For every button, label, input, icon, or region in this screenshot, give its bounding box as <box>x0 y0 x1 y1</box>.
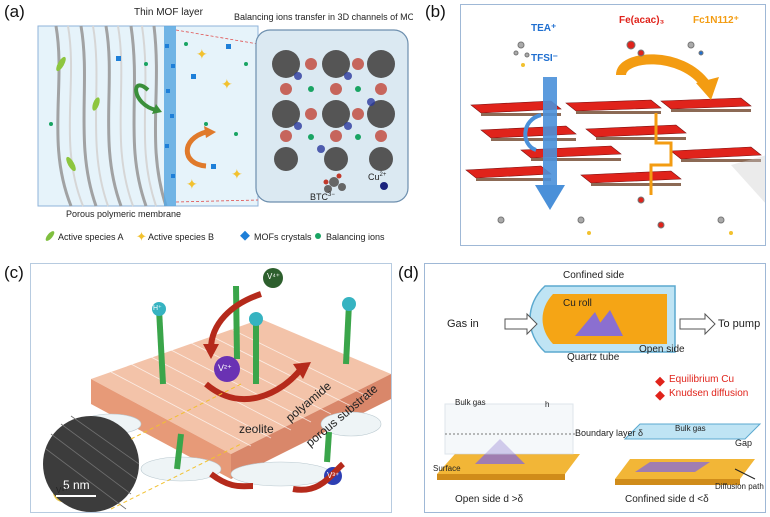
panel-b-drawing <box>465 40 765 235</box>
blue-cube-icon <box>240 230 250 241</box>
legend-item-ions: Balancing ions <box>326 232 385 242</box>
boundary-layer-label: Boundary layer δ <box>575 428 644 438</box>
v4-ion-icon <box>263 268 283 288</box>
v2-ion-icon <box>214 356 240 382</box>
btc-label: BTC3− <box>310 192 335 202</box>
to-pump-label: To pump <box>718 318 761 330</box>
svg-text:✦: ✦ <box>196 46 208 62</box>
legend-item-mof: MOFs crystals <box>254 232 312 242</box>
green-dot-icon <box>315 233 321 239</box>
v5-label: V⁵⁺ <box>56 486 69 495</box>
v3-label: V³⁺ <box>327 471 340 480</box>
yellow-star-icon: ✦ <box>136 229 147 244</box>
mof-channel-title: Balancing ions transfer in 3D channels o… <box>234 12 413 22</box>
confined-side-label: Confined side <box>563 270 625 281</box>
tfsi-label: TFSI⁻ <box>531 53 558 64</box>
legend-knudsen: Knudsen diffusion <box>669 388 749 399</box>
v2-label: V²⁺ <box>218 363 232 373</box>
caption-open-side: Open side d >δ <box>455 494 524 505</box>
svg-text:✦: ✦ <box>231 166 243 182</box>
mof-layer-label: Thin MOF layer <box>134 7 203 18</box>
panel-a-letter: (a) <box>4 2 25 21</box>
green-ellipse-icon <box>45 231 55 241</box>
quartz-tube-label: Quartz tube <box>567 352 620 363</box>
caption-confined-side: Confined side d <δ <box>625 494 709 505</box>
legend-item-b: Active species B <box>148 232 215 242</box>
cu-label: Cu2+ <box>368 172 387 182</box>
gas-in-label: Gas in <box>447 318 479 330</box>
h-label: h <box>545 400 550 409</box>
open-side-label: Open side <box>639 344 685 355</box>
feacac-label: Fe(acac)₃ <box>619 15 665 26</box>
panel-d-drawing <box>437 285 762 485</box>
panel-c-letter: (c) <box>4 263 24 282</box>
panel-d: Confined side Cu roll Gas in To pump Ope… <box>424 263 766 513</box>
tea-label: TEA⁺ <box>531 23 557 34</box>
panel-d-letter: (d) <box>398 263 419 282</box>
panel-b-letter: (b) <box>425 2 446 21</box>
scale-label: 5 nm <box>63 478 90 492</box>
legend-equilibrium-cu: Equilibrium Cu <box>669 374 735 385</box>
surface-label: Surface <box>433 464 461 473</box>
bulk-gas-left-label: Bulk gas <box>455 398 486 407</box>
diffusion-path-label: Diffusion path <box>715 482 764 491</box>
proton-label: H⁺ <box>153 305 162 312</box>
panel-c-drawing <box>43 268 391 512</box>
panel-a-drawing: ✦ ✦ ✦ ✦ <box>37 25 409 244</box>
panel-a: ✦ ✦ ✦ ✦ <box>36 4 413 248</box>
cu-roll-label: Cu roll <box>563 298 592 309</box>
bulk-gas-right-label: Bulk gas <box>675 424 706 433</box>
v4-label: V⁴⁺ <box>267 272 280 281</box>
panel-b: TEA⁺ TFSI⁻ Fe(acac)₃ Fc1N112⁺ <box>460 4 766 246</box>
gap-label: Gap <box>735 438 753 448</box>
panel-c: zeolite polyamide porous substrate 5 nm … <box>30 263 392 513</box>
membrane-label: Porous polymeric membrane <box>66 209 182 219</box>
fc-label: Fc1N112⁺ <box>693 15 739 26</box>
zeolite-label: zeolite <box>239 422 274 436</box>
legend-item-a: Active species A <box>58 232 124 242</box>
svg-text:✦: ✦ <box>186 176 198 192</box>
svg-text:✦: ✦ <box>221 76 233 92</box>
